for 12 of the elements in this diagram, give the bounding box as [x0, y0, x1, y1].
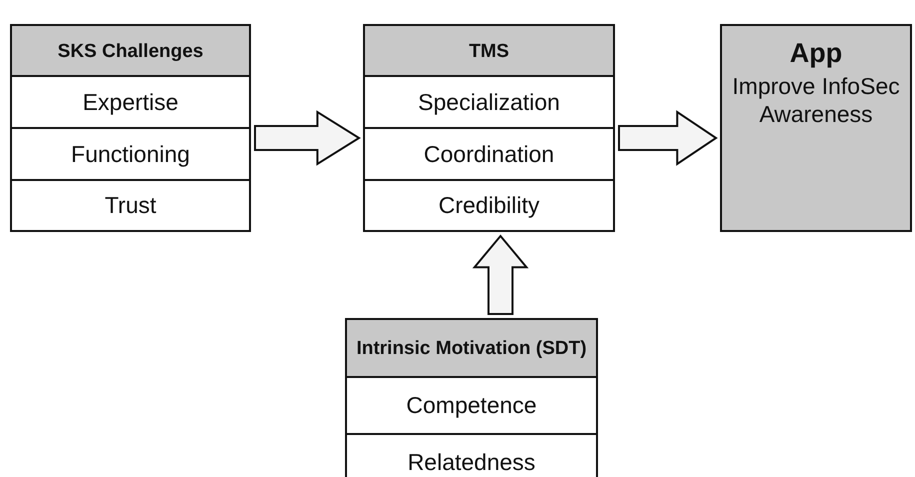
- block-arrow: [254, 110, 361, 166]
- box-text: Improve InfoSec Awareness: [731, 73, 901, 128]
- table-header: SKS Challenges: [12, 26, 249, 77]
- table-box: [345, 318, 598, 477]
- box-title: App: [790, 38, 842, 69]
- table-header: TMS: [365, 26, 613, 77]
- table-box: [363, 24, 615, 232]
- result-box: [720, 24, 912, 232]
- table-box: [10, 24, 251, 232]
- block-arrow: [472, 234, 529, 315]
- block-arrow: [618, 110, 718, 166]
- table-header: Intrinsic Motivation (SDT): [347, 320, 596, 378]
